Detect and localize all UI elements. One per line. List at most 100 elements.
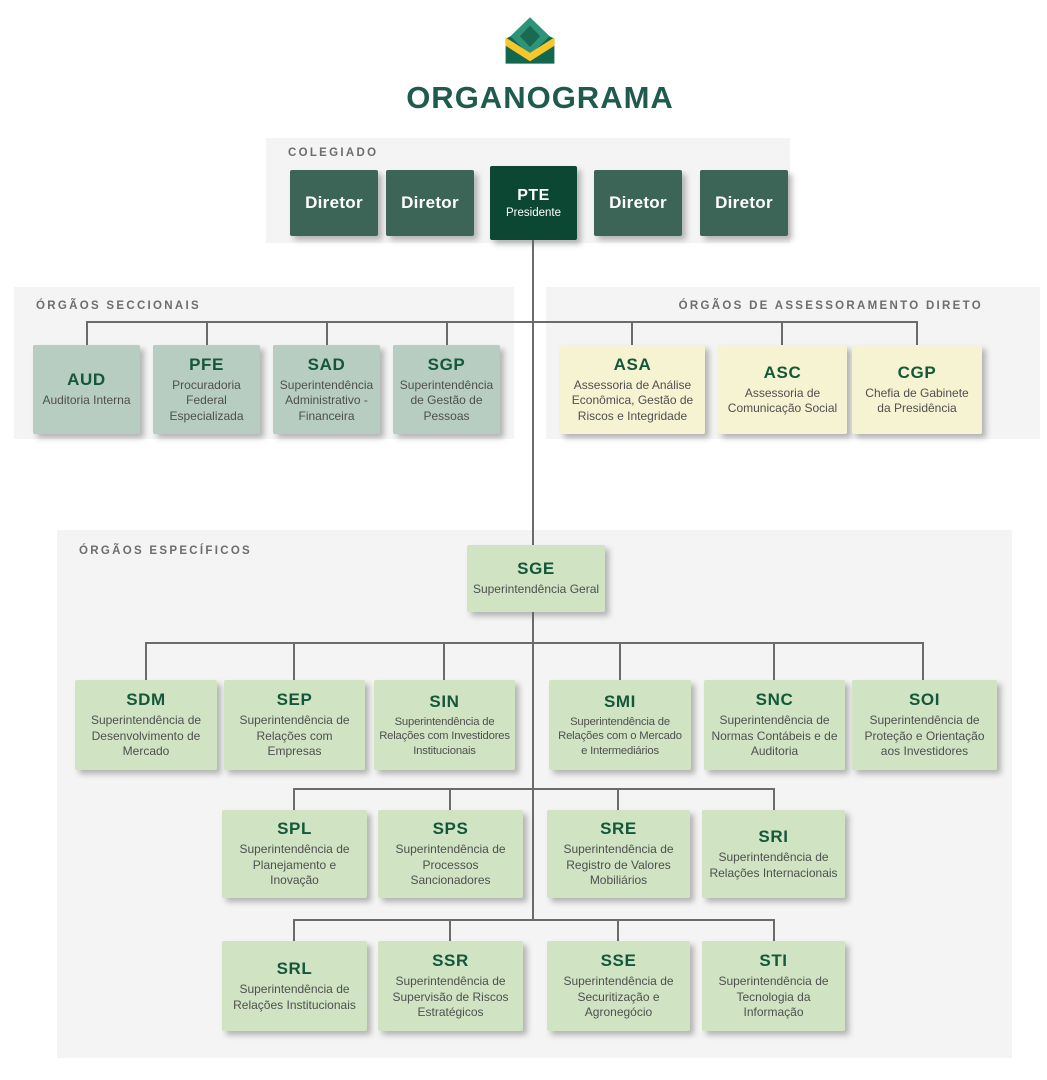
- org-box-acronym: SRE: [600, 819, 637, 839]
- org-box-sps: SPS Superintendência de Processos Sancio…: [378, 810, 523, 898]
- org-box-description: Superintendência Geral: [472, 582, 600, 597]
- connector-drop-sri: [773, 788, 775, 810]
- connector-drop-asc: [781, 321, 783, 345]
- section-label-assessoramento: ÓRGÃOS DE ASSESSORAMENTO DIRETO: [678, 300, 983, 312]
- org-box-sge: SGE Superintendência Geral: [467, 545, 605, 612]
- connector-drop-snc: [773, 642, 775, 680]
- connector-drop-asa: [631, 321, 633, 345]
- org-box-acronym: SMI: [603, 691, 637, 711]
- org-box-description: Superintendência Administrativo - Financ…: [279, 377, 374, 423]
- org-box-sri: SRI Superintendência de Relações Interna…: [702, 810, 845, 898]
- section-label-especificos: ÓRGÃOS ESPECÍFICOS: [79, 545, 253, 557]
- org-box-description: Superintendência de Relações Institucion…: [233, 982, 356, 1012]
- connector-drop-aud: [86, 321, 88, 345]
- org-box-label: Diretor: [609, 193, 667, 212]
- org-box-acronym: ASC: [763, 362, 802, 382]
- org-box-description: Superintendência de Supervisão de Riscos…: [392, 974, 509, 1020]
- org-box-diretor-1: Diretor: [290, 170, 378, 236]
- connector-drop-sep: [293, 642, 295, 680]
- connector-drop-sgp: [446, 321, 448, 345]
- org-box-sse: SSE Superintendência de Securitização e …: [547, 941, 690, 1031]
- org-box-cgp: CGP Chefia de Gabinete da Presidência: [852, 345, 982, 434]
- org-box-description: Superintendência de Planejamento e Inova…: [239, 842, 350, 888]
- connector-drop-ssr: [449, 919, 451, 941]
- org-box-sep: SEP Superintendência de Relações com Emp…: [224, 680, 365, 770]
- org-box-asc: ASC Assessoria de Comunicação Social: [718, 345, 847, 434]
- page-title-container: ORGANOGRAMA: [33, 80, 1047, 116]
- org-box-description: Procuradoria Federal Especializada: [169, 377, 244, 423]
- org-box-description: Superintendência de Relações com Empresa…: [239, 713, 350, 759]
- org-box-smi: SMI Superintendência de Relações com o M…: [549, 680, 691, 770]
- org-box-acronym: ASA: [613, 354, 652, 374]
- org-box-description: Superintendência de Desenvolvimento de M…: [90, 713, 202, 759]
- org-box-srl: SRL Superintendência de Relações Institu…: [222, 941, 367, 1031]
- org-box-asa: ASA Assessoria de Análise Econômica, Ges…: [560, 345, 705, 434]
- org-box-acronym: SRL: [276, 959, 313, 979]
- org-box-acronym: SIN: [429, 691, 460, 711]
- org-box-pfe: PFE Procuradoria Federal Especializada: [153, 345, 260, 434]
- org-box-diretor-4: Diretor: [700, 170, 788, 236]
- org-box-acronym: SSE: [600, 951, 637, 971]
- org-box-sdm: SDM Superintendência de Desenvolvimento …: [75, 680, 217, 770]
- connector-sge-trunk: [532, 612, 534, 921]
- org-box-description: Superintendência de Tecnologia da Inform…: [718, 974, 829, 1020]
- org-box-acronym: SAD: [307, 354, 346, 374]
- org-box-label: Diretor: [305, 193, 363, 212]
- org-box-acronym: SGP: [427, 354, 466, 374]
- connector-row1-horizontal: [146, 642, 924, 644]
- org-box-acronym: SEP: [276, 690, 313, 710]
- org-box-ssr: SSR Superintendência de Supervisão de Ri…: [378, 941, 523, 1031]
- org-box-description: Auditoria Interna: [42, 393, 131, 408]
- org-box-description: Superintendência de Relações com o Merca…: [558, 715, 682, 757]
- connector-drop-srl: [293, 919, 295, 941]
- org-box-sgp: SGP Superintendência de Gestão de Pessoa…: [393, 345, 500, 434]
- org-box-acronym: CGP: [897, 362, 937, 382]
- org-box-sad: SAD Superintendência Administrativo - Fi…: [273, 345, 380, 434]
- page-title: ORGANOGRAMA: [406, 80, 674, 115]
- org-box-acronym: SOI: [908, 690, 941, 710]
- org-box-sre: SRE Superintendência de Registro de Valo…: [547, 810, 690, 898]
- org-box-description: Assessoria de Comunicação Social: [727, 385, 838, 415]
- cvm-logo-icon: [505, 17, 555, 64]
- org-box-description: Assessoria de Análise Econômica, Gestão …: [571, 377, 694, 423]
- connector-drop-cgp: [916, 321, 918, 345]
- logo-container: [13, 16, 1047, 66]
- org-box-description: Superintendência de Relações Internacion…: [709, 850, 838, 880]
- org-box-acronym: SDM: [126, 690, 166, 710]
- org-box-description: Presidente: [506, 207, 561, 219]
- org-box-description: Chefia de Gabinete da Presidência: [865, 385, 969, 415]
- org-box-label: Diretor: [715, 193, 773, 212]
- connector-drop-sti: [773, 919, 775, 941]
- especificos-panel: [57, 530, 1012, 1058]
- org-box-soi: SOI Superintendência de Proteção e Orien…: [852, 680, 997, 770]
- org-box-description: Superintendência de Normas Contábeis e d…: [711, 713, 838, 759]
- connector-drop-smi: [619, 642, 621, 680]
- org-box-acronym: SPL: [277, 819, 312, 839]
- org-box-sin: SIN Superintendência de Relações com Inv…: [374, 680, 515, 770]
- org-box-acronym: PFE: [189, 354, 224, 374]
- org-box-diretor-3: Diretor: [594, 170, 682, 236]
- org-box-description: Superintendência de Proteção e Orientaçã…: [864, 713, 985, 759]
- org-box-description: Superintendência de Gestão de Pessoas: [399, 377, 494, 423]
- org-box-acronym: SSR: [432, 951, 469, 971]
- org-box-snc: SNC Superintendência de Normas Contábeis…: [704, 680, 845, 770]
- org-box-sti: STI Superintendência de Tecnologia da In…: [702, 941, 845, 1031]
- connector-drop-sad: [326, 321, 328, 345]
- connector-president-to-sge: [532, 240, 534, 545]
- connector-drop-sin: [443, 642, 445, 680]
- connector-drop-sse: [617, 919, 619, 941]
- org-box-acronym: AUD: [67, 370, 106, 390]
- connector-row3-horizontal: [293, 919, 775, 921]
- connector-drop-spl: [293, 788, 295, 810]
- org-box-description: Superintendência de Securitização e Agro…: [563, 974, 674, 1020]
- org-box-acronym: SPS: [432, 819, 469, 839]
- org-box-description: Superintendência de Registro de Valores …: [563, 842, 674, 888]
- org-box-acronym: SGE: [517, 559, 555, 579]
- connector-drop-pfe: [206, 321, 208, 345]
- connector-drop-soi: [922, 642, 924, 680]
- connector-drop-sps: [449, 788, 451, 810]
- org-box-acronym: STI: [759, 951, 788, 971]
- org-box-description: Superintendência de Processos Sancionado…: [395, 842, 506, 888]
- org-box-acronym: SRI: [758, 827, 789, 847]
